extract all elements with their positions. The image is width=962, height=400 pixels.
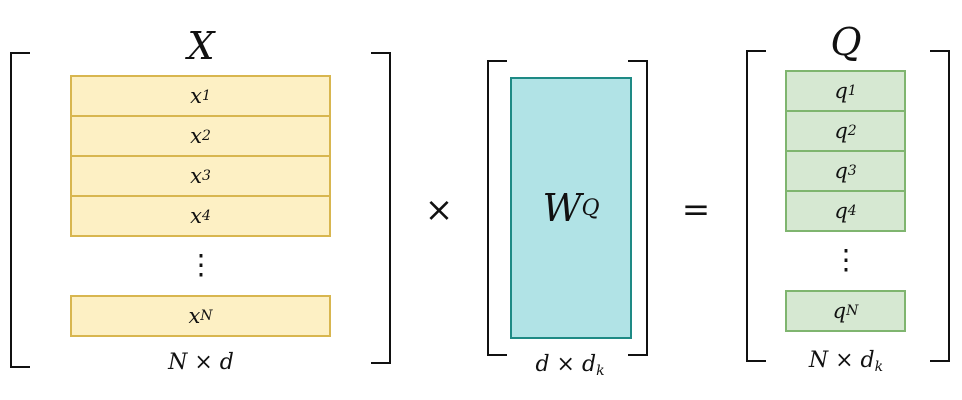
q-matrix-left-bracket	[746, 50, 766, 362]
x-matrix-left-bracket	[10, 52, 30, 368]
q-row-n-base: q	[832, 299, 847, 323]
q-row-n-sub: N	[846, 303, 859, 319]
x-row-n-base: x	[188, 304, 201, 328]
x-dims-left: N	[168, 350, 188, 375]
q-matrix-right-bracket	[930, 50, 950, 362]
q-row-1-sub: 1	[847, 83, 857, 99]
x-dims-right: d	[219, 350, 234, 375]
q-dims-left: N	[808, 348, 829, 373]
x-dims-op: ×	[194, 350, 213, 375]
q-row-4-base: q	[834, 199, 848, 223]
q-dims-right: d	[860, 348, 875, 373]
x-row-4-sub: 4	[201, 208, 211, 224]
q-row-3-base: q	[834, 159, 848, 183]
q-dims-right-sub: k	[874, 359, 884, 375]
x-row-2-sub: 2	[201, 128, 211, 144]
w-matrix-dims: d × dk	[470, 352, 670, 379]
w-dims-right-sub: k	[596, 363, 605, 379]
times-symbol: ×	[424, 190, 454, 230]
w-matrix-base: W	[542, 186, 582, 230]
x-row-1-base: x	[190, 84, 202, 108]
x-row-1-sub: 1	[201, 88, 211, 104]
x-matrix-ellipsis: ⋮	[187, 248, 215, 281]
q-row-3-sub: 3	[847, 163, 857, 179]
w-matrix-sup: Q	[581, 195, 600, 221]
x-row-3-base: x	[190, 164, 202, 188]
q-matrix-ellipsis: ⋮	[832, 243, 860, 276]
x-matrix-dims: N × d	[101, 350, 301, 375]
w-dims-op: ×	[556, 352, 575, 377]
q-dims-op: ×	[835, 348, 854, 373]
q-matrix-dims: N × dk	[746, 348, 946, 375]
q-row-2-base: q	[834, 119, 848, 143]
q-matrix-title: Q	[830, 20, 862, 64]
q-row-1-base: q	[834, 79, 848, 103]
w-matrix-right-bracket	[628, 60, 648, 356]
q-row-4-sub: 4	[847, 203, 857, 219]
equals-symbol: =	[681, 190, 711, 230]
x-row-n-sub: N	[200, 308, 213, 324]
q-row-2-sub: 2	[847, 123, 857, 139]
w-dims-right: d	[581, 352, 597, 377]
x-row-3-sub: 3	[201, 168, 211, 184]
x-row-4-base: x	[190, 204, 202, 228]
w-matrix-left-bracket	[487, 60, 507, 356]
x-matrix-right-bracket	[371, 52, 391, 364]
x-row-2-base: x	[190, 124, 202, 148]
x-matrix-title: X	[187, 24, 215, 68]
w-dims-left: d	[535, 352, 550, 377]
